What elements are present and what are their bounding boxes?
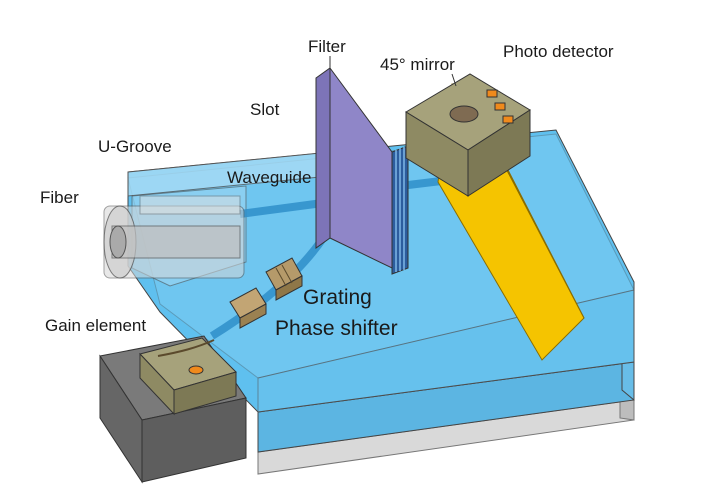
leader-mirror: [451, 73, 457, 87]
grating: [265, 257, 303, 301]
phase-shifter: [229, 287, 267, 329]
label-u-groove: U-Groove: [98, 137, 172, 156]
label-waveguide: Waveguide: [227, 168, 312, 187]
label-fiber: Fiber: [40, 188, 79, 207]
filter: [315, 66, 409, 275]
label-filter: Filter: [308, 37, 346, 56]
gain-element: [99, 335, 247, 484]
fiber: [103, 195, 245, 279]
label-45-degree-mirror: 45° mirror: [380, 55, 455, 74]
label-photo-detector: Photo detector: [503, 42, 614, 61]
label-gain-element: Gain element: [45, 316, 147, 335]
label-phase-shifter: Phase shifter: [275, 317, 398, 340]
photo-detector: [405, 73, 531, 197]
label-slot: Slot: [250, 100, 280, 119]
label-grating: Grating: [303, 286, 372, 309]
